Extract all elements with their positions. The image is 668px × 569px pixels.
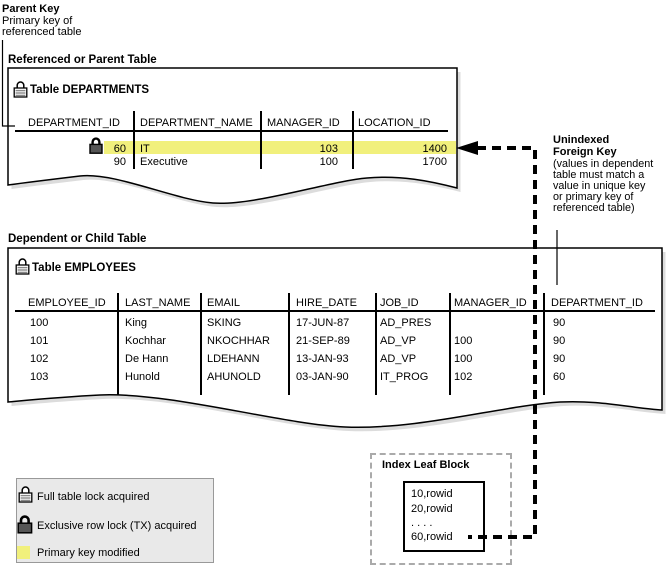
child-col-sep-2 [200,293,202,395]
child-col-header: HIRE_DATE [296,297,357,309]
table-cell: Executive [140,156,188,168]
child-table-section-label: Dependent or Child Table [8,233,147,245]
unindexed-fk-desc: value in unique key [553,180,646,192]
table-cell: 102 [454,371,473,383]
index-entry: . . . . [411,517,433,529]
parent-col-header: DEPARTMENT_ID [28,117,120,129]
child-col-header: JOB_ID [380,297,419,309]
highlight-swatch [17,546,30,559]
parent-key-desc-line1: Primary key of [2,15,73,27]
table-cell: AHUNOLD [207,371,261,383]
table-cell: 03-JAN-90 [296,371,349,383]
table-cell: Kochhar [125,335,166,347]
table-cell: 90 [553,335,566,347]
full-table-lock-icon [15,258,30,275]
parent-col-header: LOCATION_ID [358,117,431,129]
left-arrowhead-icon [456,141,478,155]
table-cell: NKOCHHAR [207,335,270,347]
index-entry: 20,rowid [411,503,453,515]
table-cell: 1700 [422,156,447,168]
child-col-header: MANAGER_ID [454,297,527,309]
parent-header-rule [15,130,448,132]
index-entry: 60,rowid [411,531,453,543]
table-cell: LDEHANN [207,353,260,365]
table-cell: Hunold [125,371,160,383]
table-cell: 60 [553,371,566,383]
table-cell: 13-JAN-93 [296,353,349,365]
child-col-sep-5 [449,293,451,395]
child-col-sep-3 [288,293,290,395]
unindexed-fk-title-line1: Unindexed [553,134,610,146]
child-col-sep-6 [543,293,545,395]
full-table-lock-icon [18,486,33,503]
table-cell: 21-SEP-89 [296,335,350,347]
table-cell: 100 [319,156,338,168]
index-entry: 10,rowid [411,488,453,500]
unindexed-fk-title-line2: Foreign Key [553,146,617,158]
row-lock-icon [89,137,103,154]
table-cell: AD_VP [380,335,417,347]
child-col-header: EMAIL [207,297,241,309]
table-cell: 100 [454,353,473,365]
child-col-header: EMPLOYEE_ID [28,297,106,309]
parent-col-sep-3 [352,111,354,169]
table-cell: 103 [30,371,49,383]
child-table-title: Table EMPLOYEES [32,262,136,274]
child-col-sep-1 [117,293,119,395]
legend-label: Primary key modified [37,547,140,559]
table-cell: King [125,317,148,329]
table-cell: 103 [319,143,338,155]
child-col-header: DEPARTMENT_ID [551,297,643,309]
table-cell: 100 [454,335,473,347]
parent-col-header: DEPARTMENT_NAME [140,117,253,129]
unindexed-fk-desc: referenced table) [553,202,635,214]
parent-col-header: MANAGER_ID [267,117,340,129]
legend-label: Full table lock acquired [37,491,150,503]
table-cell: 90 [113,156,126,168]
legend-box [16,478,214,563]
parent-col-sep-1 [133,111,135,169]
table-cell: 60 [113,143,126,155]
row-lock-icon [17,515,33,534]
parent-table-section-label: Referenced or Parent Table [8,54,157,66]
parent-table-title: Table DEPARTMENTS [30,84,150,96]
table-cell: 101 [30,335,49,347]
child-col-header: LAST_NAME [125,297,191,309]
table-cell: IT_PROG [380,371,429,383]
legend-label: Exclusive row lock (TX) acquired [37,520,197,532]
table-cell: 17-JUN-87 [296,317,350,329]
table-cell: AD_VP [380,353,417,365]
table-cell: De Hann [125,353,169,365]
table-cell: 1400 [422,143,447,155]
table-cell: 90 [553,353,566,365]
unindexed-fk-desc: or primary key of [553,191,634,203]
table-cell: IT [140,143,150,155]
index-leaf-block-title: Index Leaf Block [382,459,470,471]
table-cell: 102 [30,353,49,365]
primary-key-modified-highlight [104,141,456,154]
child-header-rule [15,310,655,312]
parent-key-title: Parent Key [2,3,60,15]
unindexed-fk-desc: table must match a [553,169,645,181]
unindexed-fk-desc: (values in dependent [553,158,654,170]
parent-col-sep-2 [260,111,262,169]
table-cell: 100 [30,317,49,329]
child-col-sep-4 [375,293,377,395]
table-cell: SKING [207,317,242,329]
table-cell: 90 [553,317,566,329]
parent-key-desc-line2: referenced table [2,26,82,38]
full-table-lock-icon [13,81,28,98]
table-cell: AD_PRES [380,317,432,329]
